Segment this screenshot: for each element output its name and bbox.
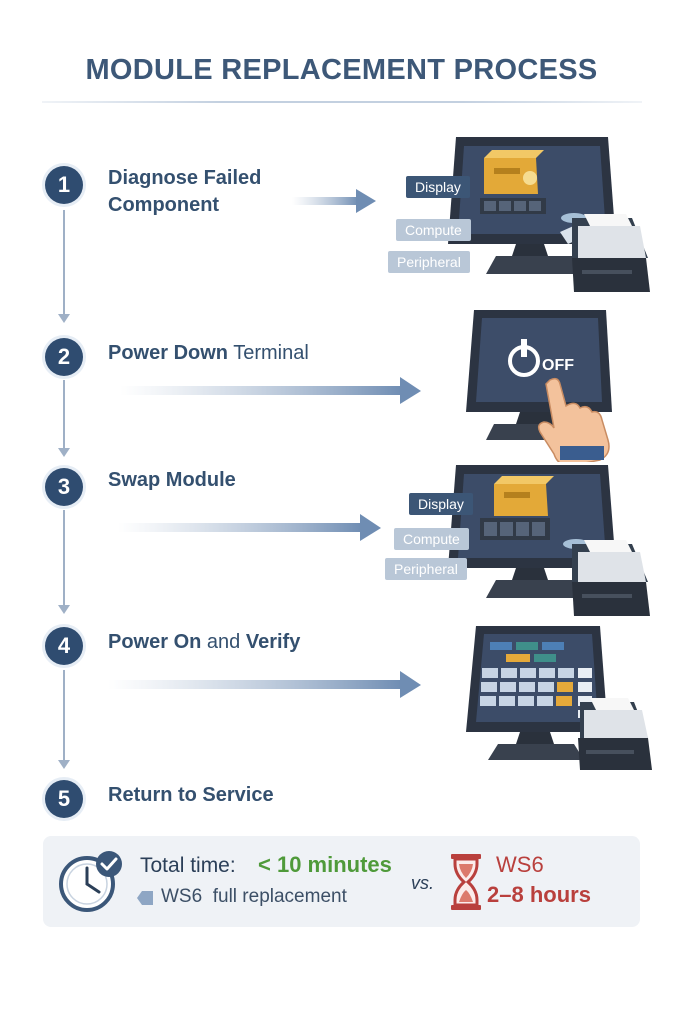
step-label-3: Swap Module bbox=[108, 467, 236, 494]
step-label-4-bold2: Verify bbox=[245, 631, 301, 653]
right-arrow-head-1 bbox=[356, 189, 376, 213]
clock-check-icon bbox=[59, 851, 122, 912]
step-label-4: Power On and Verify bbox=[108, 629, 300, 656]
step-label-5-text: Return to Service bbox=[108, 784, 274, 806]
step-label-2: Power Down Terminal bbox=[108, 340, 309, 367]
step-label-3-text: Swap Module bbox=[108, 469, 236, 491]
power-off-monitor-icon bbox=[466, 310, 612, 462]
step-number-2: 2 bbox=[45, 338, 83, 376]
step-label-2-bold: Power Down bbox=[108, 342, 229, 364]
right-arrow-1 bbox=[292, 197, 358, 205]
display-module-label: Display bbox=[406, 176, 470, 198]
hourglass-icon bbox=[451, 854, 481, 910]
total-time-label: Total time: bbox=[140, 854, 236, 877]
compute-module-label: Compute bbox=[396, 219, 471, 241]
step-number-5: 5 bbox=[45, 780, 83, 818]
right-arrow-2 bbox=[120, 386, 402, 395]
vs-label: vs. bbox=[411, 873, 435, 893]
ws6-time: 2–8 hours bbox=[487, 882, 591, 907]
comparison-label: WS6 full replacement bbox=[161, 886, 347, 907]
pos-terminal-swap-icon bbox=[448, 465, 650, 616]
ws6-name: WS6 bbox=[496, 852, 544, 877]
step-number-3: 3 bbox=[45, 468, 83, 506]
step-number-1: 1 bbox=[45, 166, 83, 204]
summary-panel: Total time: < 10 minutes WS6 full replac… bbox=[43, 836, 640, 927]
right-arrow-head-2 bbox=[400, 377, 421, 404]
tag-icon bbox=[137, 891, 153, 905]
right-arrow-head-4 bbox=[400, 671, 421, 698]
right-arrows bbox=[108, 189, 421, 698]
page-title: MODULE REPLACEMENT PROCESS bbox=[85, 54, 598, 86]
pos-terminal-verify-icon bbox=[466, 626, 652, 770]
down-arrow-head-3 bbox=[58, 605, 70, 614]
right-arrow-3 bbox=[118, 523, 362, 532]
step-label-1: Diagnose Failed Component bbox=[108, 165, 298, 219]
compute-module-label-2: Compute bbox=[394, 528, 469, 550]
step-label-4-bold: Power On bbox=[108, 631, 202, 653]
step-label-1-text: Diagnose Failed Component bbox=[108, 167, 262, 216]
display-module-label-2: Display bbox=[409, 493, 473, 515]
peripheral-module-label-2: Peripheral bbox=[385, 558, 467, 580]
down-arrow-head-4 bbox=[58, 760, 70, 769]
total-time-value: < 10 minutes bbox=[258, 852, 392, 877]
peripheral-module-label: Peripheral bbox=[388, 251, 470, 273]
down-arrow-head-1 bbox=[58, 314, 70, 323]
title-divider bbox=[42, 101, 642, 103]
step-label-2-plain: Terminal bbox=[228, 342, 309, 364]
step-number-4: 4 bbox=[45, 627, 83, 665]
right-arrow-head-3 bbox=[360, 514, 381, 541]
down-arrow-head-2 bbox=[58, 448, 70, 457]
right-arrow-4 bbox=[108, 680, 402, 689]
power-off-text: OFF bbox=[542, 357, 574, 374]
step-label-5: Return to Service bbox=[108, 782, 274, 809]
pos-terminal-modules-icon bbox=[448, 137, 650, 292]
step-label-4-plain: and bbox=[201, 631, 246, 653]
